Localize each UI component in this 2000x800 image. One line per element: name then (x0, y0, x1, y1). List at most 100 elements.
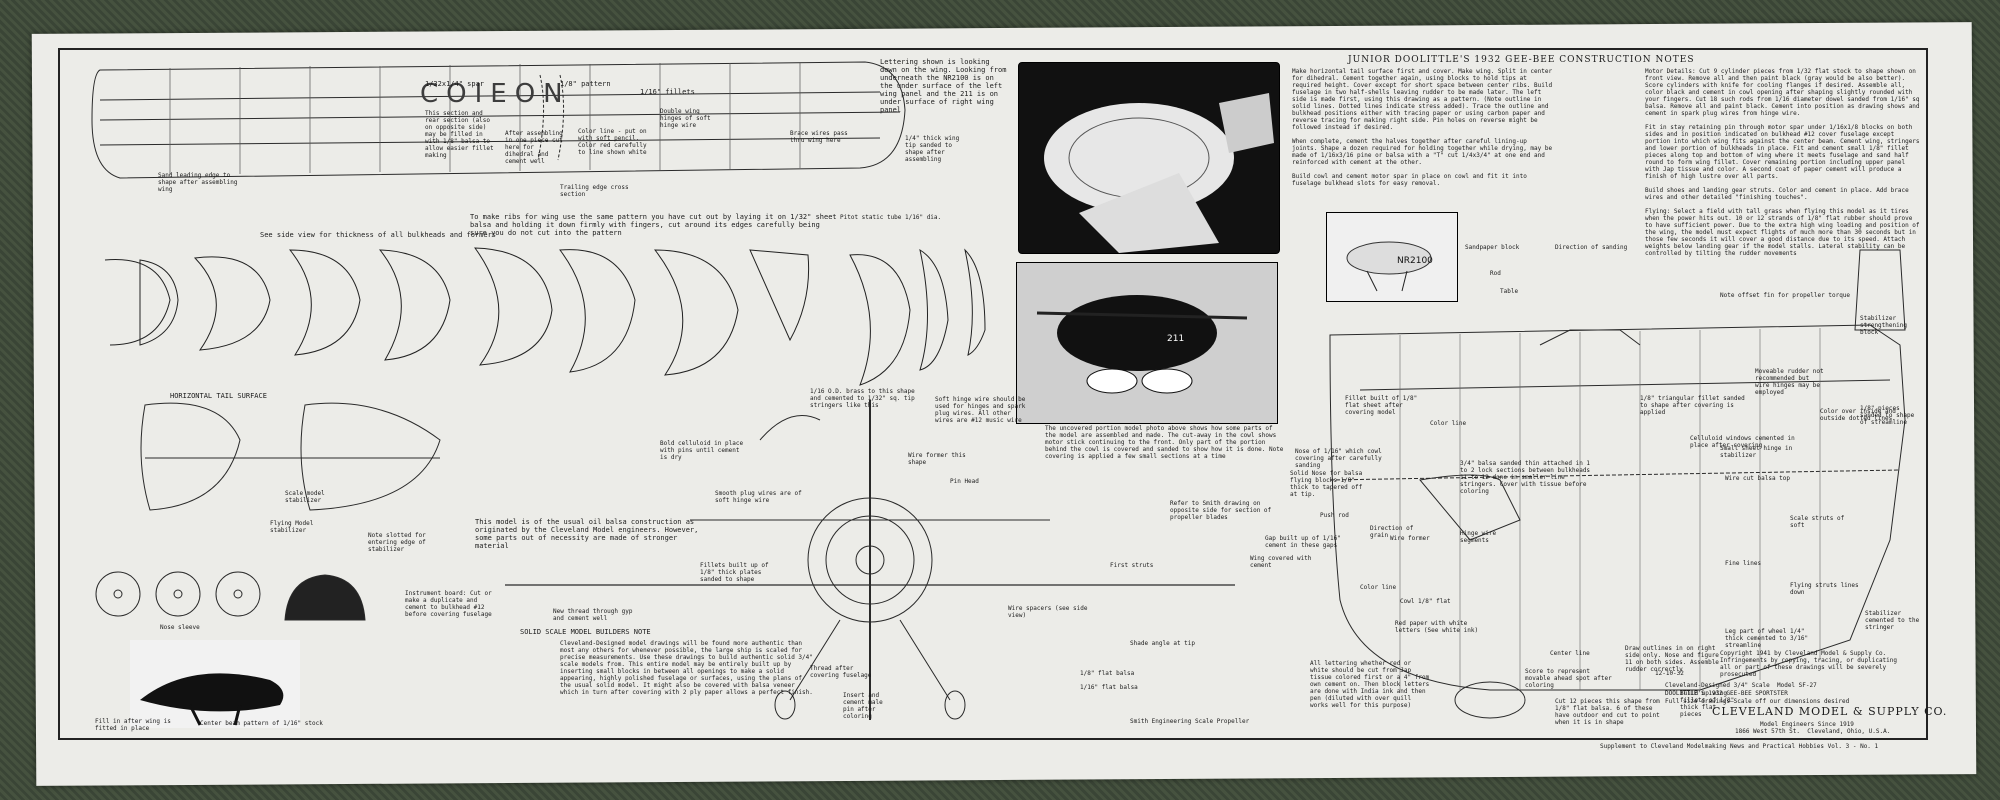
notes-table: Table (1500, 288, 1519, 295)
blueprint-frame (58, 48, 1928, 740)
brand-sub2: 1866 West 57th St. Cleveland, Ohio, U.S.… (1735, 728, 1891, 735)
side-gap-note: Gap built up of 1/16" cement in these ga… (1265, 535, 1345, 549)
center-wire-former: Wire former this shape (908, 452, 970, 466)
side-solid-noseplug: Solid Nose for balsa flying blocks 1/8" … (1290, 470, 1366, 498)
notes-col2: Motor Details: Cut 9 cylinder pieces fro… (1645, 68, 1920, 257)
ribs-scale-stab: Scale model stabilizer (285, 490, 329, 504)
brand-supplement: Supplement to Cleveland Modelmaking News… (1600, 743, 1879, 750)
brand-sub1: Model Engineers Since 1919 (1760, 721, 1854, 728)
wing-planform (91, 61, 906, 179)
photo-uncovered-model (1018, 62, 1280, 254)
brand-copyright: Copyright 1941 by Cleveland Model & Supp… (1720, 650, 1901, 678)
center-center-pattern: Center beam pattern of 1/16" stock (200, 720, 323, 727)
side-dimension: 12-10-32 (1655, 670, 1684, 677)
bulkhead-row (104, 247, 986, 386)
side-colorline: Color line (1430, 420, 1467, 427)
side-lettering-note: All lettering whether red or white shoul… (1310, 660, 1430, 709)
side-nose-note: Nose of 1/16" which cowl covering after … (1295, 448, 1386, 469)
wing-note-brace: Brace wires pass thru wing here (790, 130, 852, 144)
wing-note-assembly: After assembling in one piece cut here f… (505, 130, 567, 165)
center-flat-balsa2: 1/16" flat balsa (1080, 684, 1138, 691)
side-three-quarters: 3/4" balsa sanded thin attached in 1 to … (1460, 460, 1594, 495)
brand-plan-line: Cleveland-Designed 3/4" Scale Model SF-2… (1665, 682, 1817, 689)
brand-name: CLEVELAND MODEL & SUPPLY CO. (1712, 705, 1948, 718)
wing-spar-label: 1/32x1/4" spar (425, 80, 485, 88)
side-stabilizer-note: Stabilizer cemented to the stringer (1865, 610, 1923, 631)
side-wing-cement: Wing covered with cement (1250, 555, 1316, 569)
wing-rib-spacer: 1/8" pattern (560, 80, 611, 88)
center-builders-title: SOLID SCALE MODEL BUILDERS NOTE (520, 628, 651, 636)
notes-col1: Make horizontal tail surface first and c… (1292, 68, 1553, 187)
center-balsa-model: This model is of the usual oil balsa con… (475, 518, 703, 550)
side-cowl-label: Cowl 1/8" flat (1400, 598, 1451, 605)
center-first-struts: First struts (1110, 562, 1154, 569)
photo-completed-model: 211 (1016, 262, 1278, 424)
wing-note-chord: 1/4" thick wing tip sanded to shape afte… (905, 135, 963, 163)
side-scale-struts: Scale struts of soft (1790, 515, 1848, 529)
center-new-thread: New thread through gyp and cement well (553, 608, 633, 622)
center-smooth-plug: Smooth plug wires are of soft hinge wire (715, 490, 806, 504)
center-fill-wing: Fill in after wing is fitted in place (95, 718, 175, 732)
ribs-instruction: To make ribs for wing use the same patte… (470, 213, 841, 237)
side-fine-lines: Fine lines (1725, 560, 1762, 567)
side-alignment: 1/8" triangular fillet sanded to shape a… (1640, 395, 1749, 416)
side-wire-cut: Wire cut balsa top (1725, 475, 1791, 482)
side-draw-outline: Draw outlines in on right side only. Nos… (1625, 645, 1723, 673)
side-wire-former: Wire former (1390, 535, 1430, 542)
side-moveable: Moveable rudder not recommended but wire… (1755, 368, 1824, 396)
notes-sandpaper: Sandpaper block (1465, 244, 1520, 251)
center-fixed-balsa: 1/8" flat balsa (1080, 670, 1135, 677)
center-instrument: Instrument board: Cut or make a duplicat… (405, 590, 496, 618)
center-fillets-built: Fillets built up of 1/8" thick plates sa… (700, 562, 773, 583)
wing-letters: COIEON (420, 79, 571, 109)
side-color-line2: Color line (1360, 584, 1397, 591)
photo-art-completed: 211 (1036, 295, 1248, 394)
ribs-side-view-note: See side view for thickness of all bulkh… (260, 231, 497, 239)
photo-art-bottom (140, 673, 284, 726)
ribs-tail-label: HORIZONTAL TAIL SURFACE (170, 392, 267, 400)
center-wire-spacers: Wire spacers (see side view) (1008, 605, 1092, 619)
notes-direction: Direction of sanding (1555, 244, 1628, 251)
side-score: Score to represent movable ahead spot af… (1525, 668, 1616, 689)
wing-note-pitot: Pitot static tube 1/16" dia. (840, 214, 942, 221)
ribs-flying-stab: Flying Model stabilizer (270, 520, 317, 534)
side-red-paper: Red paper with white letters (See white … (1395, 620, 1479, 634)
brand-plan-line3: Full size drawings—Scale off our dimensi… (1665, 698, 1850, 705)
side-small-sheet: Small sheet hinge in stabilizer (1720, 445, 1796, 459)
center-shade-angle: Shade angle at tip (1130, 640, 1196, 647)
center-builders-note: Cleveland-Designed model drawings will b… (560, 640, 817, 696)
center-hub-note: 1/16 O.D. brass to this shape and cement… (810, 388, 919, 409)
photo-registration: NR2100 (1397, 256, 1433, 266)
center-nose-sleeve: Nose sleeve (160, 624, 200, 631)
side-direction-grain: Direction of grain (1370, 525, 1417, 539)
wing-note-spar: This section and rear section (also on o… (425, 110, 494, 159)
side-push-rod: Push rod (1320, 512, 1349, 519)
side-cut-pieces: Cut 12 pieces this shape from 1/8" flat … (1555, 698, 1664, 726)
side-stab: Stabilizer strengthening block (1860, 315, 1911, 336)
side-fillet: Fillet built of 1/8" flat sheet after co… (1345, 395, 1421, 416)
photo-art-uncovered (1044, 93, 1274, 253)
brand-plan-line2: DOOLITTLE'S 1932 GEE-BEE SPORTSTER (1665, 690, 1788, 697)
wing-note-double: Double wing hinges of soft hinge wire (660, 108, 715, 129)
tail-left (140, 402, 241, 511)
photo-art-small: NR2100 (1346, 241, 1433, 292)
side-center-line: Center line (1550, 650, 1590, 657)
center-pin-head: Pin Head (950, 478, 979, 485)
center-smith-prop: Smith Engineering Scale Propeller (1130, 718, 1250, 725)
ribs-slot-note: Note slotted for entering edge of stabil… (368, 532, 430, 553)
side-view-fuselage (1329, 324, 1906, 691)
side-flying-struts: Flying struts lines down (1790, 582, 1859, 596)
wing-fillets: 1/16" fillets (640, 88, 695, 96)
side-five-eighths: 1/8" pieces sanded to shape of streamlin… (1860, 405, 1918, 426)
center-thread-after: Thread after covering fuselage (810, 665, 872, 679)
wing-note-trailing: Trailing edge cross section (560, 184, 633, 198)
center-celluloid: Bold celluloid in place with pins until … (660, 440, 747, 461)
side-hinge-wires: Hinge wire segments (1460, 530, 1500, 544)
side-celluloid-windows: Celluloid windows cemented in place afte… (1690, 435, 1799, 449)
photo-bottom-left (130, 640, 300, 728)
wing-note-leading: Sand leading edge to shape after assembl… (158, 172, 242, 193)
notes-offset: Note offset fin for propeller torque (1720, 292, 1851, 299)
center-insert-cement: Insert and cement male pin after colorin… (843, 692, 883, 720)
photo-number: 211 (1167, 334, 1184, 344)
